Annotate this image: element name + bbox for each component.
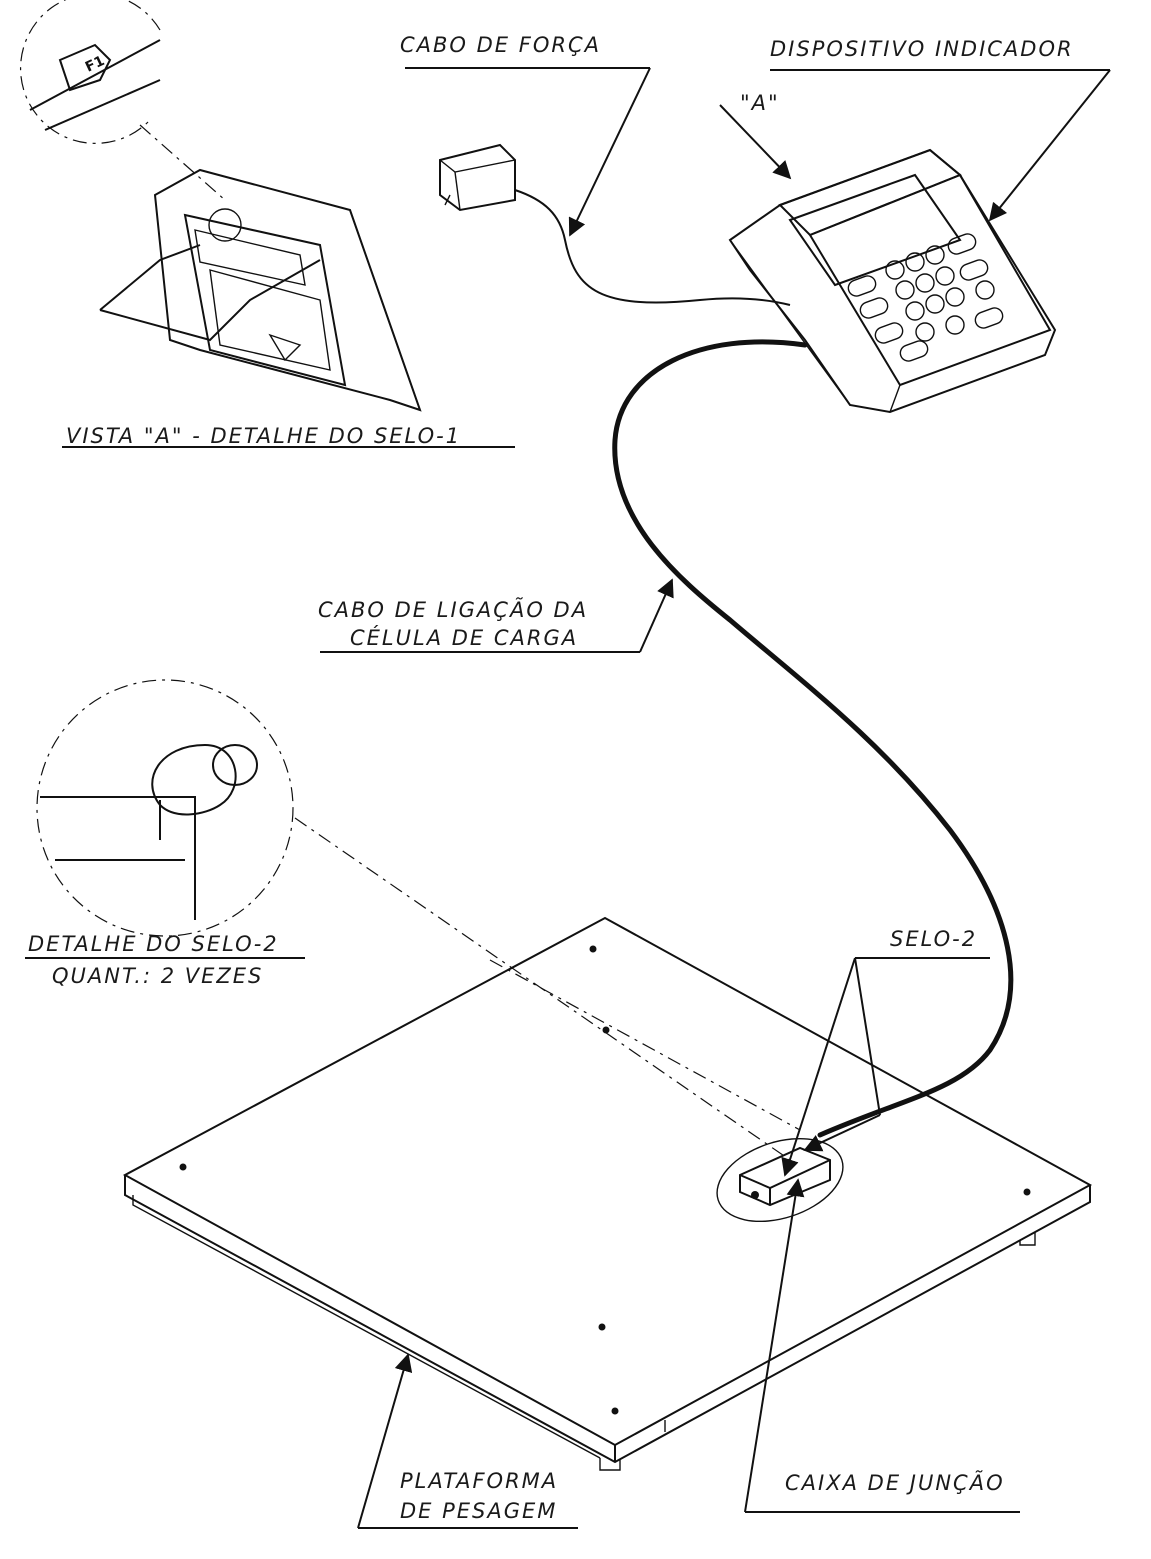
seal1-location-icon (208, 208, 242, 242)
platform-leader (357, 1353, 413, 1529)
junction-box-label: CAIXA DE JUNÇÃO (785, 1469, 1005, 1495)
load-cell-cable-label-line1: CABO DE LIGAÇÃO DA (318, 596, 588, 622)
load-cell-cable-leader (639, 578, 674, 653)
view-a-marker-arrow (719, 104, 792, 180)
load-cell-cable (612, 339, 1014, 1138)
weighing-platform (122, 916, 1093, 1471)
load-cell-cable-label-line2: CÉLULA DE CARGA (350, 625, 578, 650)
seal2-leader-dashed-2 (489, 959, 801, 1131)
indicator-display (788, 173, 962, 287)
seal2-label: SELO-2 (890, 927, 977, 951)
seal2-lead-icon (212, 744, 258, 786)
seal1-detail-circle: F1 (19, 0, 161, 144)
seal2-leader-2 (854, 957, 881, 1116)
view-a-marker: "A" (740, 91, 780, 115)
seal2-detail-circle (36, 679, 294, 937)
power-cable (514, 189, 791, 306)
indicator-back-view (99, 168, 422, 412)
platform-label-line2: DE PESAGEM (400, 1499, 557, 1523)
seal2-leader-1 (781, 957, 856, 1177)
seal2-detail-label-line1: DETALHE DO SELO-2 (28, 932, 279, 956)
indicator-leader (988, 69, 1111, 222)
junction-box-leader (744, 1178, 805, 1513)
indicator-keypad (847, 233, 1004, 362)
indicator-label: DISPOSITIVO INDICADOR (770, 37, 1074, 61)
seal1-tag-icon: F1 (58, 43, 112, 92)
power-adapter (439, 143, 516, 212)
seal1-leader-dashed (139, 124, 226, 201)
power-cable-leader (568, 67, 651, 237)
indicator-device (728, 148, 1057, 414)
seal2-detail-label-line2: QUANT.: 2 VEZES (52, 964, 263, 988)
svg-text:F1: F1 (83, 53, 107, 76)
view-a-caption: VISTA "A" - DETALHE DO SELO-1 (66, 424, 461, 448)
platform-label-line1: PLATAFORMA (400, 1469, 558, 1493)
seal2-wire-icon (151, 743, 237, 816)
power-cable-label: CABO DE FORÇA (400, 33, 601, 57)
junction-box (716, 1137, 844, 1223)
stand-wire (99, 244, 201, 311)
seal2-leader-3 (803, 1114, 881, 1152)
